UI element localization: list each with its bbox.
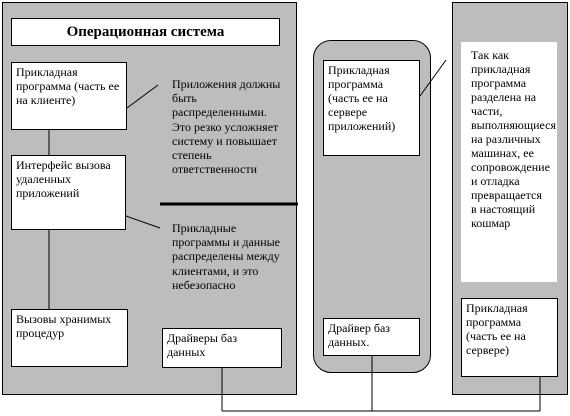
os-title: Операционная система (11, 18, 280, 46)
pointer-line-bottom (125, 215, 161, 229)
rpc-interface-box: Интерфейс вызова удаленных приложений (11, 155, 126, 230)
client-app-box: Прикладная программа (часть ее на клиент… (11, 62, 127, 130)
app-server-box: Прикладная программа (часть ее на сервер… (323, 60, 420, 156)
pointer-line-right (419, 59, 447, 97)
client-data-risk-note: Прикладные программы и данные распределе… (172, 221, 281, 292)
maintenance-nightmare-note: Так как прикладная программа разделена н… (461, 42, 557, 282)
server-app-box: Прикладная программа (часть ее на сервер… (461, 298, 558, 377)
stored-procedures-box: Вызовы хранимых процедур (11, 309, 128, 367)
distributed-apps-note: Приложения должны быть распределенными. … (172, 77, 281, 177)
pointer-line-top (126, 84, 159, 109)
middle-db-driver-box: Драйвер баз данных. (323, 318, 420, 356)
db-drivers-box: Драйверы баз данных (162, 328, 282, 368)
